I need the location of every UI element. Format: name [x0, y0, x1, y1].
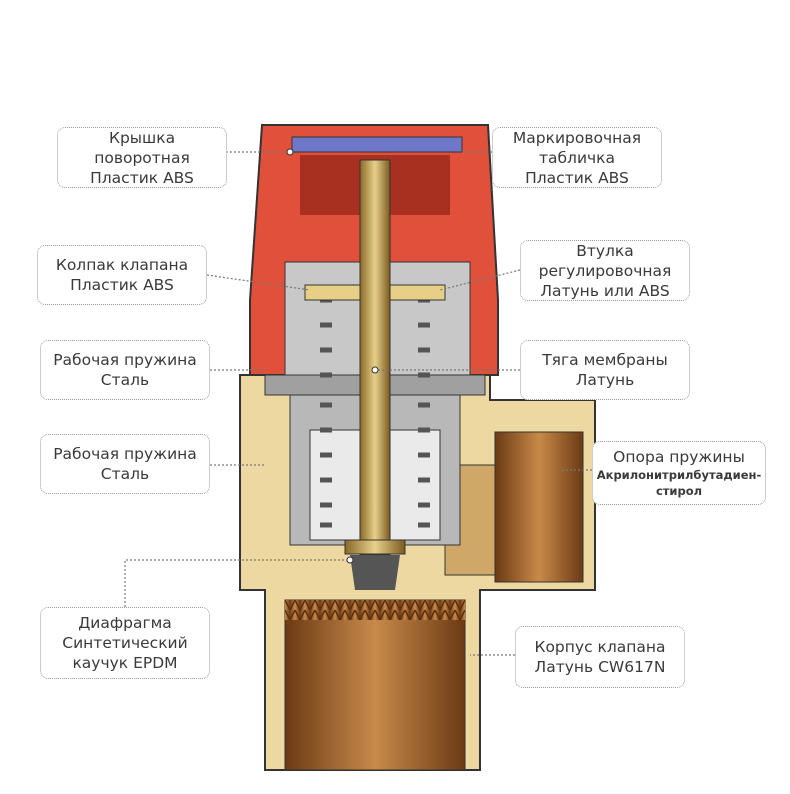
label-text: Диафрагма — [78, 614, 172, 632]
label-text: каучук EPDM — [72, 654, 178, 672]
label-text: Латунь или ABS — [540, 281, 670, 300]
nameplate — [291, 136, 463, 153]
label-body: Корпус клапана Латунь CW617N — [515, 626, 685, 688]
label-sleeve: Втулка регулировочная Латунь или ABS — [520, 240, 690, 301]
label-diaphragm: Диафрагма Синтетический каучук EPDM — [40, 607, 210, 679]
label-text: Пластик ABS — [70, 276, 174, 294]
label-text: Рабочая пружина — [53, 351, 197, 369]
label-text: Колпак клапана — [55, 256, 189, 274]
label-text: Сталь — [100, 371, 150, 389]
label-text: Втулка — [576, 241, 634, 260]
label-text: Латунь — [575, 371, 635, 389]
label-text: Акрилонитрилбутадиен- — [596, 468, 762, 482]
label-text: Маркировочная — [512, 128, 642, 147]
label-text: Тяга мембраны — [542, 351, 668, 369]
label-text: Пластик ABS — [525, 168, 629, 187]
label-text: стирол — [655, 484, 703, 498]
label-text: поворотная — [94, 148, 190, 167]
stem — [359, 159, 391, 556]
label-text: Крышка — [108, 128, 176, 147]
leader-lines — [124, 151, 592, 656]
label-text: Синтетический — [62, 634, 188, 652]
label-spring-support: Опора пружины Акрилонитрилбутадиен- стир… — [592, 441, 766, 505]
label-text: табличка — [538, 148, 616, 167]
label-text: Рабочая пружина — [53, 445, 197, 463]
label-spring-bottom: Рабочая пружина Сталь — [40, 434, 210, 494]
label-text: Сталь — [100, 465, 150, 483]
label-spring-top: Рабочая пружина Сталь — [40, 340, 210, 400]
label-text: Латунь CW617N — [534, 658, 666, 676]
label-stem: Тяга мембраны Латунь — [520, 340, 690, 400]
label-text: регулировочная — [538, 261, 672, 280]
label-text: Опора пружины — [613, 448, 745, 466]
label-cap: Крышка поворотная Пластик ABS — [57, 127, 227, 188]
label-text: Пластик ABS — [90, 168, 194, 187]
label-bonnet: Колпак клапана Пластик ABS — [37, 245, 207, 305]
label-nameplate: Маркировочная табличка Пластик ABS — [492, 127, 662, 188]
label-text: Корпус клапана — [534, 638, 666, 656]
